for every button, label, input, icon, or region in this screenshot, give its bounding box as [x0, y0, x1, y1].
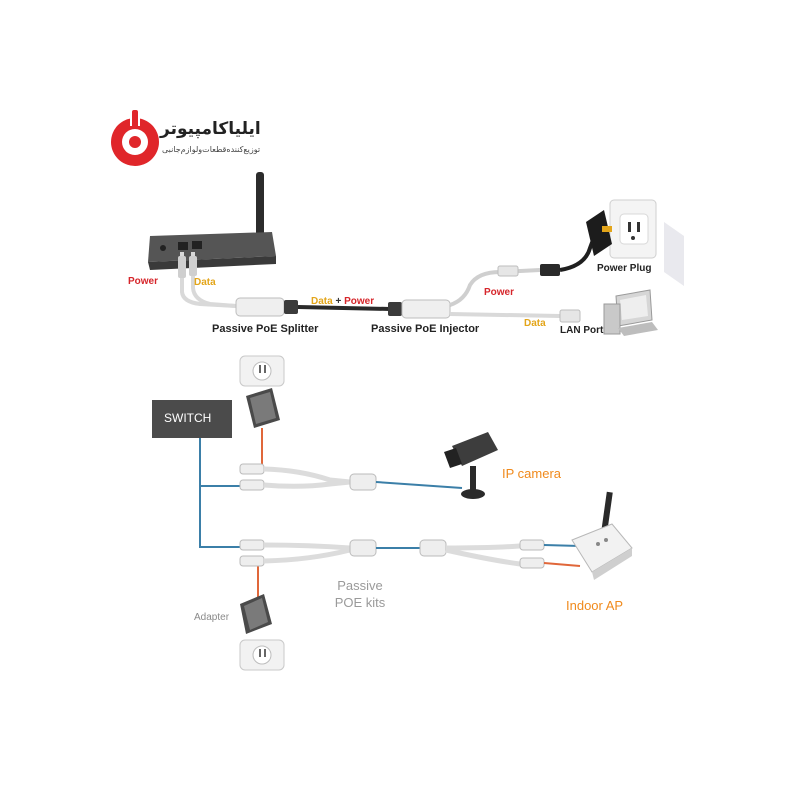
wall-outlet-bottom-icon	[239, 639, 285, 671]
brand-logo-icon	[111, 110, 159, 166]
label-data-plus-power: Data + Power	[311, 296, 374, 307]
poe-splitter-icon	[235, 297, 298, 317]
label-power-mid: Power	[344, 296, 375, 307]
router-icon	[148, 172, 276, 270]
label-data-right: Data	[524, 318, 546, 329]
label-lan-port: LAN Port	[560, 325, 604, 336]
label-power-right: Power	[484, 287, 515, 298]
label-poe-kits-line2: POE kits	[334, 595, 386, 610]
poe-kit-lower-icon	[239, 539, 545, 569]
label-injector: Passive PoE Injector	[371, 323, 480, 335]
label-adapter: Adapter	[194, 612, 230, 623]
label-power-left: Power	[128, 276, 159, 287]
power-adapter-top-icon	[246, 388, 280, 428]
label-plus: +	[335, 296, 342, 307]
brand-name: ایلیاکامپیوتر	[160, 119, 261, 139]
label-indoor-ap: Indoor AP	[566, 598, 624, 613]
power-outlet-icon	[609, 199, 684, 286]
brand-tagline: توزیع‌کننده‌قطعات‌ولوازم‌جانبی	[162, 145, 261, 154]
power-adapter-icon	[586, 210, 612, 256]
label-data-mid: Data	[311, 296, 333, 307]
computer-icon	[603, 289, 658, 336]
poe-injector-icon	[388, 299, 451, 319]
label-data-left: Data	[194, 277, 216, 288]
power-adapter-bottom-icon	[240, 594, 272, 634]
label-poe-kits-line1: Passive	[337, 578, 383, 593]
wall-outlet-top-icon	[239, 355, 285, 387]
network-switch-icon	[152, 400, 232, 438]
label-ip-camera: IP camera	[502, 466, 562, 481]
label-switch: SWITCH	[164, 411, 212, 425]
poe-kit-upper-icon	[239, 463, 377, 491]
brand: ایلیاکامپیوتر توزیع‌کننده‌قطعات‌ولوازم‌ج…	[110, 115, 270, 175]
ip-camera-icon	[444, 432, 498, 499]
label-power-plug: Power Plug	[597, 263, 652, 274]
access-point-icon	[571, 491, 633, 580]
label-splitter: Passive PoE Splitter	[212, 323, 319, 335]
